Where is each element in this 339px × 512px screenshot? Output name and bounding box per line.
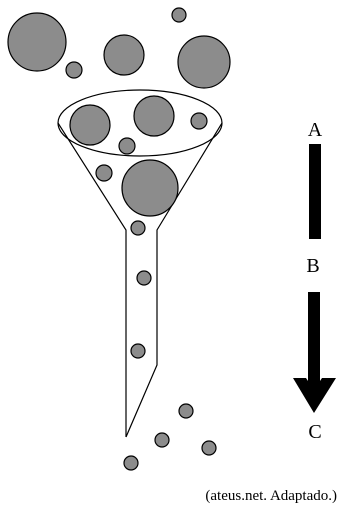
funnel-left-wall xyxy=(57,122,127,437)
particle-large xyxy=(7,12,67,72)
source-credit: (ateus.net. Adaptado.) xyxy=(205,488,337,504)
particle-medium xyxy=(69,104,111,146)
particles-in-funnel xyxy=(69,95,208,217)
scale-arrow: A B C xyxy=(293,119,336,443)
funnel xyxy=(57,89,223,438)
particle-small xyxy=(190,112,208,130)
particle-small xyxy=(136,270,152,286)
bar-b-to-c xyxy=(308,292,320,390)
particle-small xyxy=(118,137,136,155)
particle-small xyxy=(65,61,83,79)
particle-small xyxy=(95,164,113,182)
label-a: A xyxy=(308,119,323,141)
particle-small xyxy=(178,403,194,419)
particle-small xyxy=(201,440,217,456)
particle-small xyxy=(171,7,187,23)
label-c: C xyxy=(308,421,321,443)
particle-large xyxy=(121,159,179,217)
particles-below-funnel xyxy=(123,403,217,471)
particle-small xyxy=(130,220,146,236)
bar-a-to-b xyxy=(309,144,321,239)
particles-above-funnel xyxy=(7,7,231,89)
label-b: B xyxy=(306,255,319,277)
particle-small xyxy=(130,343,146,359)
particle-medium xyxy=(103,34,145,76)
funnel-right-wall xyxy=(125,122,223,438)
particle-small xyxy=(123,455,139,471)
particle-large xyxy=(177,35,231,89)
arrowhead-down-icon xyxy=(293,378,336,413)
particle-medium xyxy=(133,95,175,137)
particles-in-stem xyxy=(130,220,152,359)
particle-small xyxy=(154,432,170,448)
